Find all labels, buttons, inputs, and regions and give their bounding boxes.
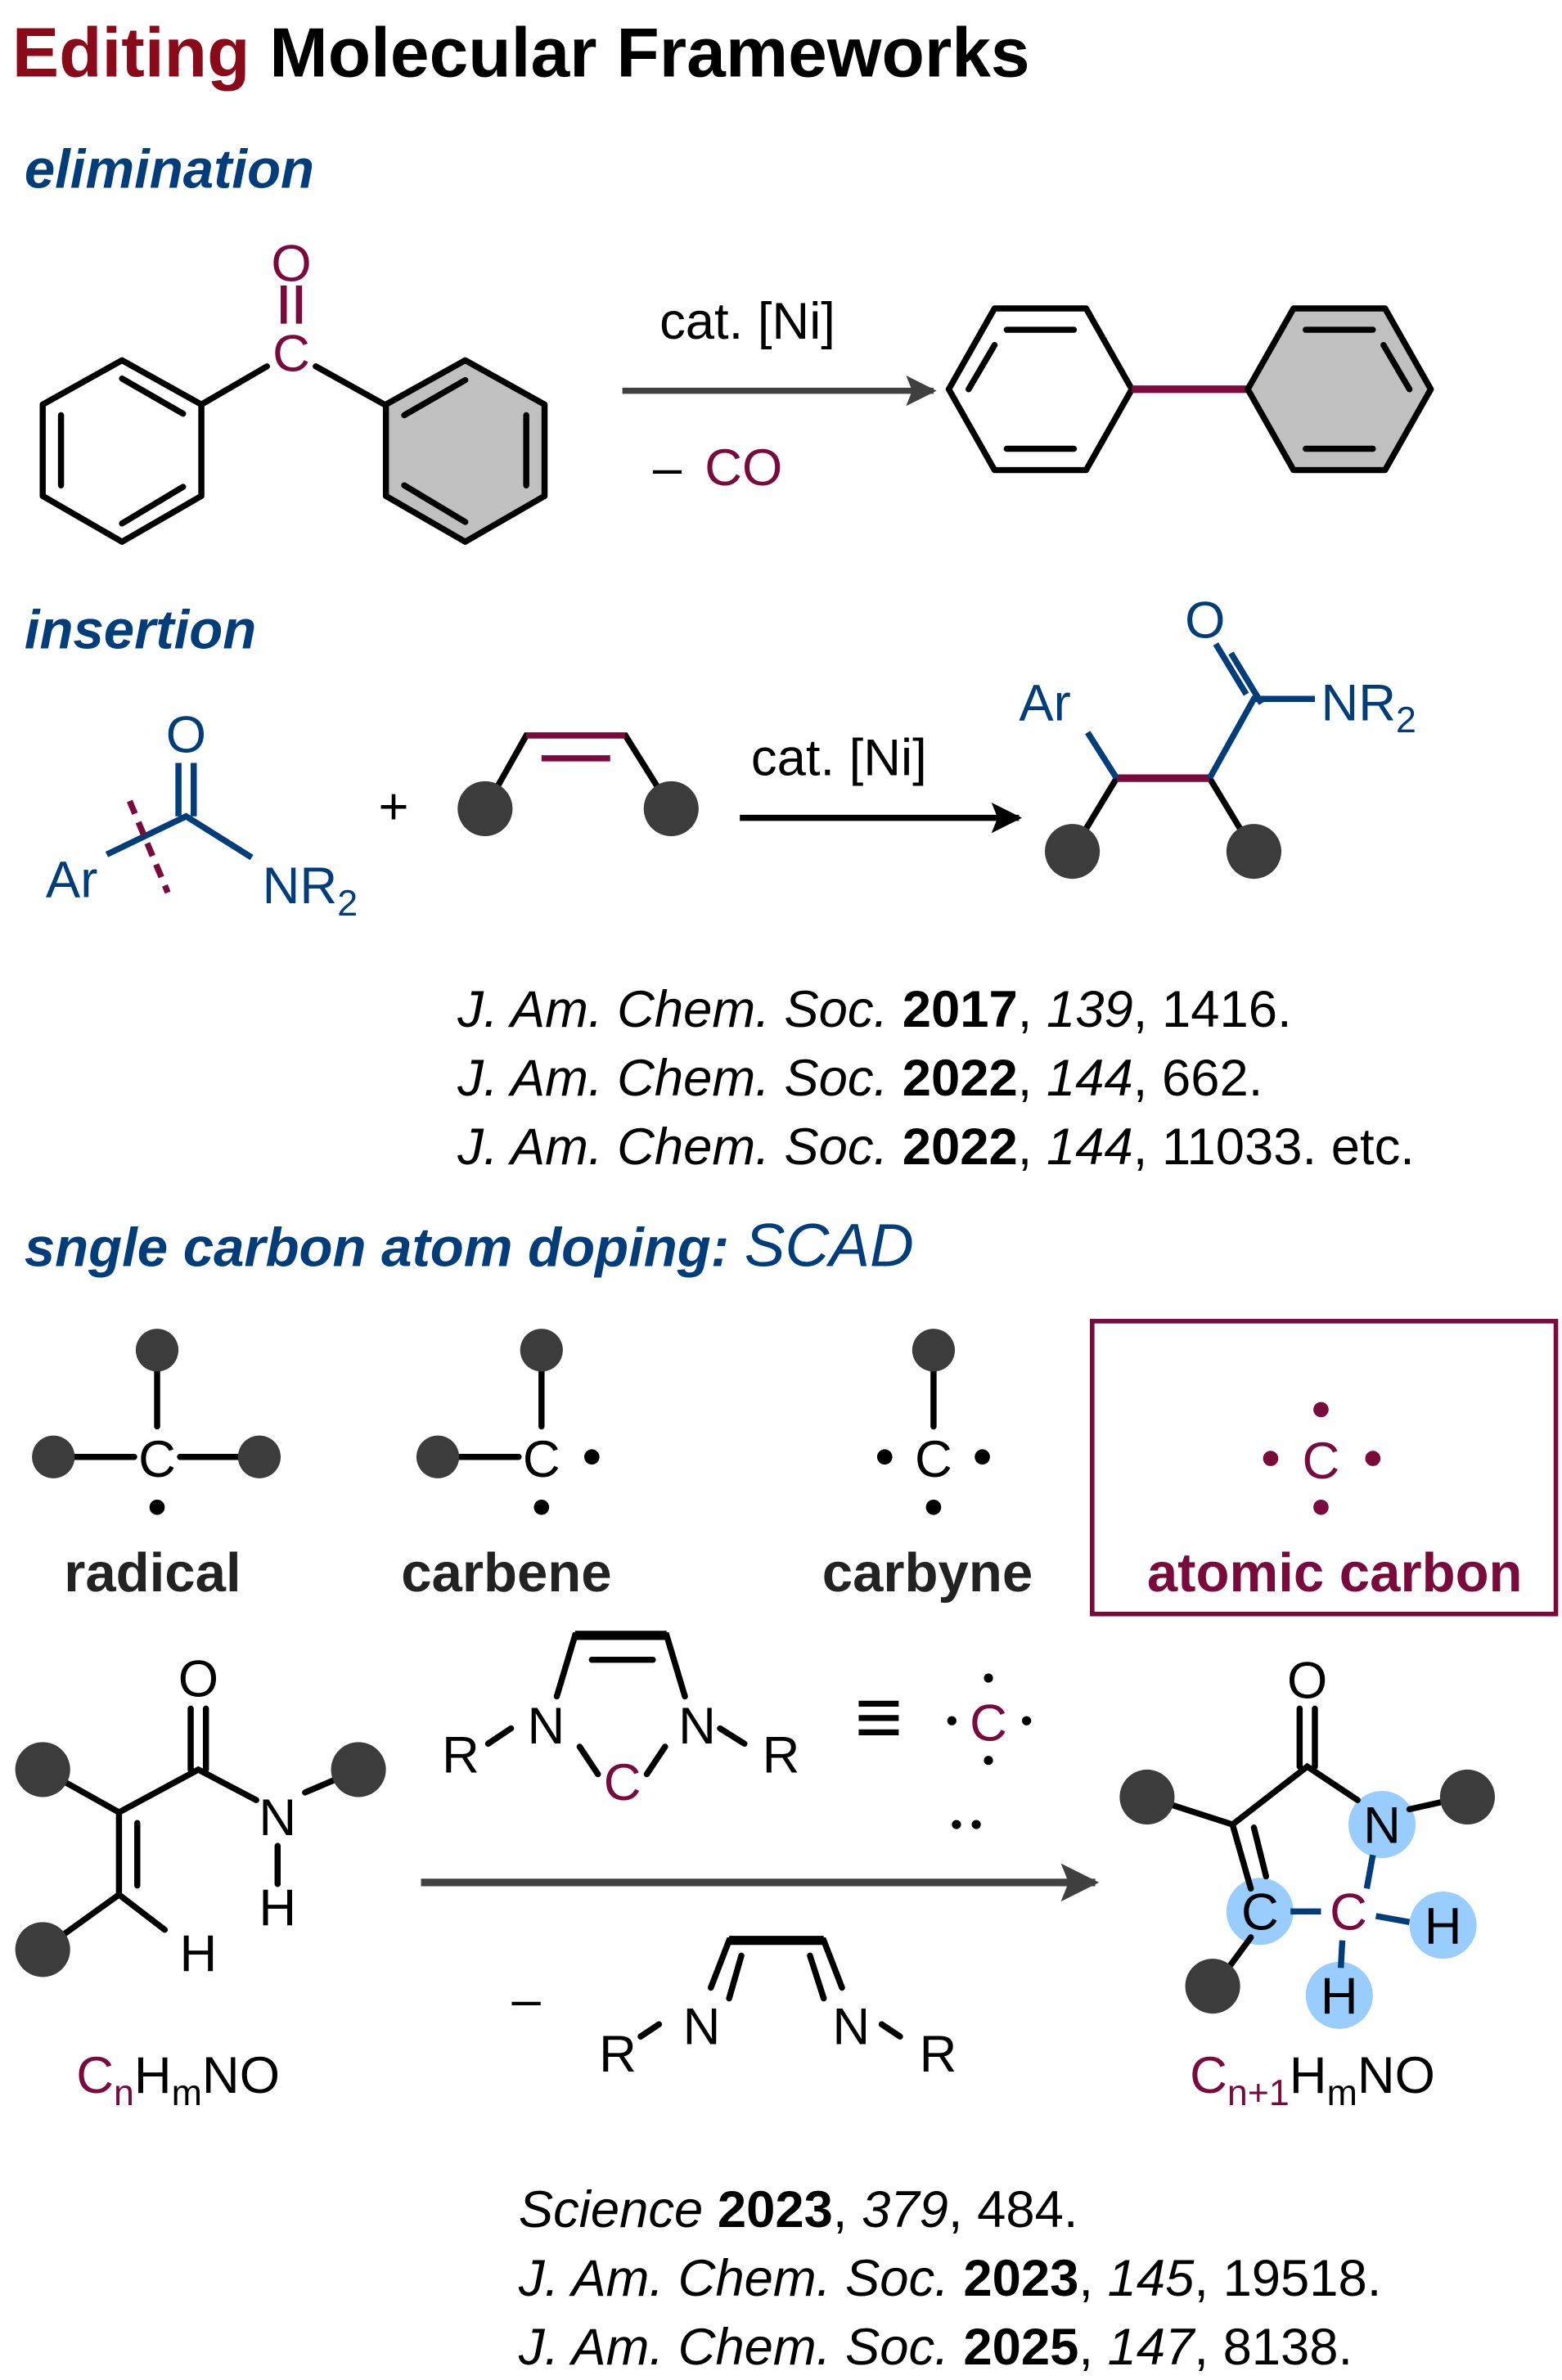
nhc-carbene-carbon: C (604, 1754, 641, 1811)
carbonyl-oxygen: O (271, 235, 311, 292)
atomic-carbon-box: C atomic carbon (1090, 1319, 1559, 1617)
carbonyl-carbon: C (272, 325, 310, 382)
reference: J. Am. Chem. Soc. 2022, 144, 11033. etc. (457, 1118, 1415, 1176)
title-rest: Molecular Frameworks (250, 14, 1029, 92)
scad-heading: sngle carbon atom doping: SCAD (25, 1211, 914, 1280)
r-group: R (920, 2026, 957, 2083)
reference: J. Am. Chem. Soc. 2023, 145, 19518. (518, 2250, 1382, 2307)
carbon-label: C (523, 1431, 560, 1488)
byproduct-co: CO (704, 439, 782, 497)
plus-sign: + (378, 778, 408, 835)
atomic-carbon-label: atomic carbon (1147, 1542, 1523, 1604)
alkene-structure (457, 732, 699, 836)
acrylamide-reactant: O N H H CnHmNO (15, 1650, 386, 2113)
product-formula: Cn+1HmNO (1190, 2047, 1435, 2113)
reference: J. Am. Chem. Soc. 2017, 139, 1416. (457, 981, 1291, 1038)
product-oxygen: O (1287, 1652, 1327, 1709)
carbyne-species: C carbyne (822, 1329, 1033, 1604)
reference: J. Am. Chem. Soc. 2025, 147, 8138. (518, 2319, 1353, 2376)
atomic-carbon-symbol: C (970, 1694, 1007, 1752)
reactant-formula: CnHmNO (76, 2047, 280, 2113)
carbon-label: C (138, 1431, 176, 1488)
carbon-label: C (915, 1431, 952, 1488)
minus-sign: – (653, 439, 682, 497)
insertion-product-structure: O Ar NR2 (1019, 592, 1416, 880)
r-group: R (763, 1727, 800, 1784)
r-group: R (442, 1727, 479, 1784)
product-nitrogen: N (1363, 1797, 1401, 1854)
reactant-oxygen: O (178, 1650, 218, 1707)
carbene-label: carbene (401, 1542, 611, 1604)
amide-oxygen: O (166, 706, 206, 763)
radical-species: C radical (32, 1329, 281, 1604)
biphenyl-structure (945, 305, 1434, 474)
reference: J. Am. Chem. Soc. 2022, 144, 662. (457, 1050, 1263, 1107)
r-group: R (599, 2026, 637, 2083)
amide-nr2: NR2 (263, 857, 358, 924)
reactant-nh-hydrogen: H (259, 1879, 296, 1937)
elimination-heading: elimination (25, 139, 314, 200)
radical-label: radical (64, 1542, 241, 1604)
equivalence-sign: ≡ (854, 1671, 903, 1763)
reactant-vinyl-hydrogen: H (179, 1925, 217, 1982)
product-nr2: NR2 (1321, 674, 1416, 740)
benzophenone-structure: O C (39, 235, 548, 545)
insertion-heading: insertion (25, 600, 256, 661)
title-highlight: Editing (12, 14, 250, 92)
references-insertion: J. Am. Chem. Soc. 2017, 139, 1416. J. Am… (457, 981, 1415, 1176)
imine-nitrogen: N (832, 1998, 870, 2055)
product-ring-carbon: C (1241, 1884, 1279, 1941)
nhc-nitrogen: N (528, 1698, 565, 1755)
reference: Science 2023, 379, 484. (519, 2181, 1078, 2238)
imine-nitrogen: N (683, 1998, 721, 2055)
product-hydrogen: H (1321, 1968, 1358, 2025)
nhc-carbene-reagent: R N C N R ≡ C (442, 1631, 1032, 1829)
inserted-carbon: C (1330, 1884, 1367, 1941)
carbyne-label: carbyne (822, 1542, 1033, 1604)
nhc-nitrogen: N (678, 1698, 716, 1755)
product-oxygen: O (1185, 592, 1225, 650)
aryl-label: Ar (46, 852, 97, 909)
reactant-nitrogen: N (259, 1789, 296, 1847)
product-hydrogen: H (1425, 1897, 1462, 1955)
minus-sign: – (512, 1971, 542, 2028)
carbon-label: C (1303, 1433, 1340, 1490)
lactam-product: O N C C H H Cn+1HmNO (1119, 1652, 1495, 2113)
diimine-byproduct: – R N N R (512, 1936, 957, 2083)
references-scad: Science 2023, 379, 484. J. Am. Chem. Soc… (518, 2181, 1382, 2376)
aryl-amide-structure: O Ar NR2 (46, 706, 358, 923)
carbene-species: C carbene (401, 1329, 612, 1604)
insertion-reagent: cat. [Ni] (751, 729, 927, 786)
product-aryl: Ar (1019, 674, 1070, 731)
elimination-reagent: cat. [Ni] (659, 293, 835, 350)
page-title: Editing Molecular Frameworks (12, 14, 1030, 92)
